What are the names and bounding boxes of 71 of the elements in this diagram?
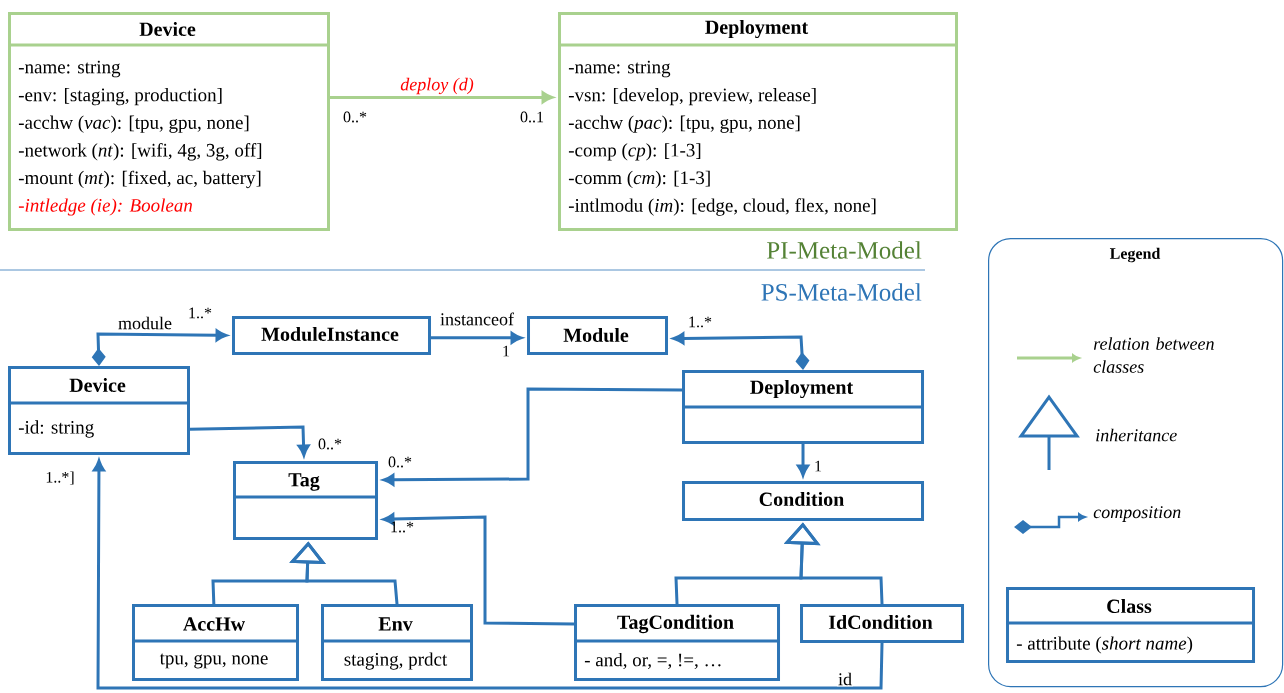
- arrow: [431, 331, 523, 344]
- class-box: [1006, 587, 1255, 663]
- edge-label: id: [837, 671, 853, 687]
- class-name: Condition: [759, 491, 844, 507]
- section-title: PS-Meta-Model: [761, 283, 922, 301]
- class-name: Tag: [288, 473, 320, 491]
- class-box: [132, 604, 299, 681]
- attribute-text: -acchw (pac): [tpu, gpu, none]: [568, 115, 800, 133]
- attribute-text: tpu, gpu, none: [159, 653, 268, 669]
- class-box: [233, 461, 378, 540]
- class-box: [527, 316, 668, 355]
- edge-label: deploy (d): [399, 76, 475, 96]
- class-name: Device: [69, 377, 126, 393]
- edge-label: module: [117, 315, 173, 331]
- arrow: [672, 332, 810, 370]
- class-name: Deployment: [705, 19, 809, 39]
- class-name: IdCondition: [828, 614, 933, 630]
- attribute-text: - attribute (short name): [1016, 636, 1193, 654]
- edge-label: instanceof: [439, 311, 515, 327]
- attribute-text: -comm (cm): [1-3]: [568, 170, 710, 188]
- attribute-text: -vsn: [develop, preview, release]: [568, 88, 816, 106]
- class-box: [682, 481, 924, 521]
- legend-text: inheritance: [1096, 428, 1177, 442]
- class-box: [8, 366, 190, 455]
- attribute-text: staging, prdct: [344, 652, 448, 670]
- multiplicity: 1..*: [391, 521, 414, 533]
- class-box: [8, 12, 330, 231]
- class-name: Deployment: [750, 379, 854, 399]
- multiplicity: 1..*: [189, 307, 212, 319]
- arrow: [330, 91, 554, 104]
- class-name: TagCondition: [617, 614, 734, 634]
- attribute-text: -intledge (ie): Boolean: [18, 198, 193, 216]
- arrow: [382, 513, 575, 626]
- attribute-text: -name: string: [568, 60, 671, 78]
- attribute-text: -network (nt): [wifi, 4g, 3g, off]: [18, 143, 262, 161]
- multiplicity: 1..*: [689, 316, 712, 328]
- multiplicity: 0..*: [388, 456, 412, 468]
- class-name: Env: [378, 617, 413, 631]
- class-name: Module: [563, 327, 629, 343]
- attribute-text: -intlmodu (im): [edge, cloud, flex, none]: [568, 198, 876, 216]
- arrow: [797, 444, 809, 477]
- class-name: Legend: [1109, 247, 1161, 263]
- arrow: [93, 459, 884, 690]
- class-box: [232, 316, 431, 355]
- attribute-text: -name: string: [18, 60, 121, 78]
- attribute-text: -mount (mt): [fixed, ac, battery]: [18, 170, 261, 189]
- attribute-text: -acchw (vac): [tpu, gpu, none]: [18, 115, 249, 133]
- multiplicity: 1: [815, 460, 822, 472]
- class-box: [574, 604, 780, 681]
- multiplicity: 1: [503, 345, 510, 357]
- attribute-text: -comp (cp): [1-3]: [568, 143, 701, 161]
- class-box: [682, 370, 924, 444]
- multiplicity: 1..*]: [46, 471, 74, 485]
- class-name: AccHw: [183, 617, 245, 631]
- multiplicity: 0..*: [318, 438, 342, 450]
- class-name: Class: [1107, 598, 1152, 614]
- legend-frame: [988, 238, 1284, 688]
- arrow: [189, 425, 310, 457]
- class-box: [558, 12, 958, 231]
- class-box: [321, 604, 473, 681]
- class-name: ModuleInstance: [261, 326, 399, 342]
- attribute-text: - and, or, =, !=, …: [584, 652, 721, 670]
- attribute-text: -env: [staging, production]: [18, 87, 222, 106]
- arrow: [382, 387, 682, 486]
- class-name: Device: [139, 21, 196, 37]
- multiplicity: 0..1: [520, 111, 544, 123]
- attribute-text: -id: string: [18, 420, 94, 438]
- legend-text: relation between classes: [1093, 337, 1214, 373]
- multiplicity: 0..*: [343, 111, 367, 123]
- legend-text: composition: [1093, 506, 1181, 522]
- class-box: [800, 604, 964, 643]
